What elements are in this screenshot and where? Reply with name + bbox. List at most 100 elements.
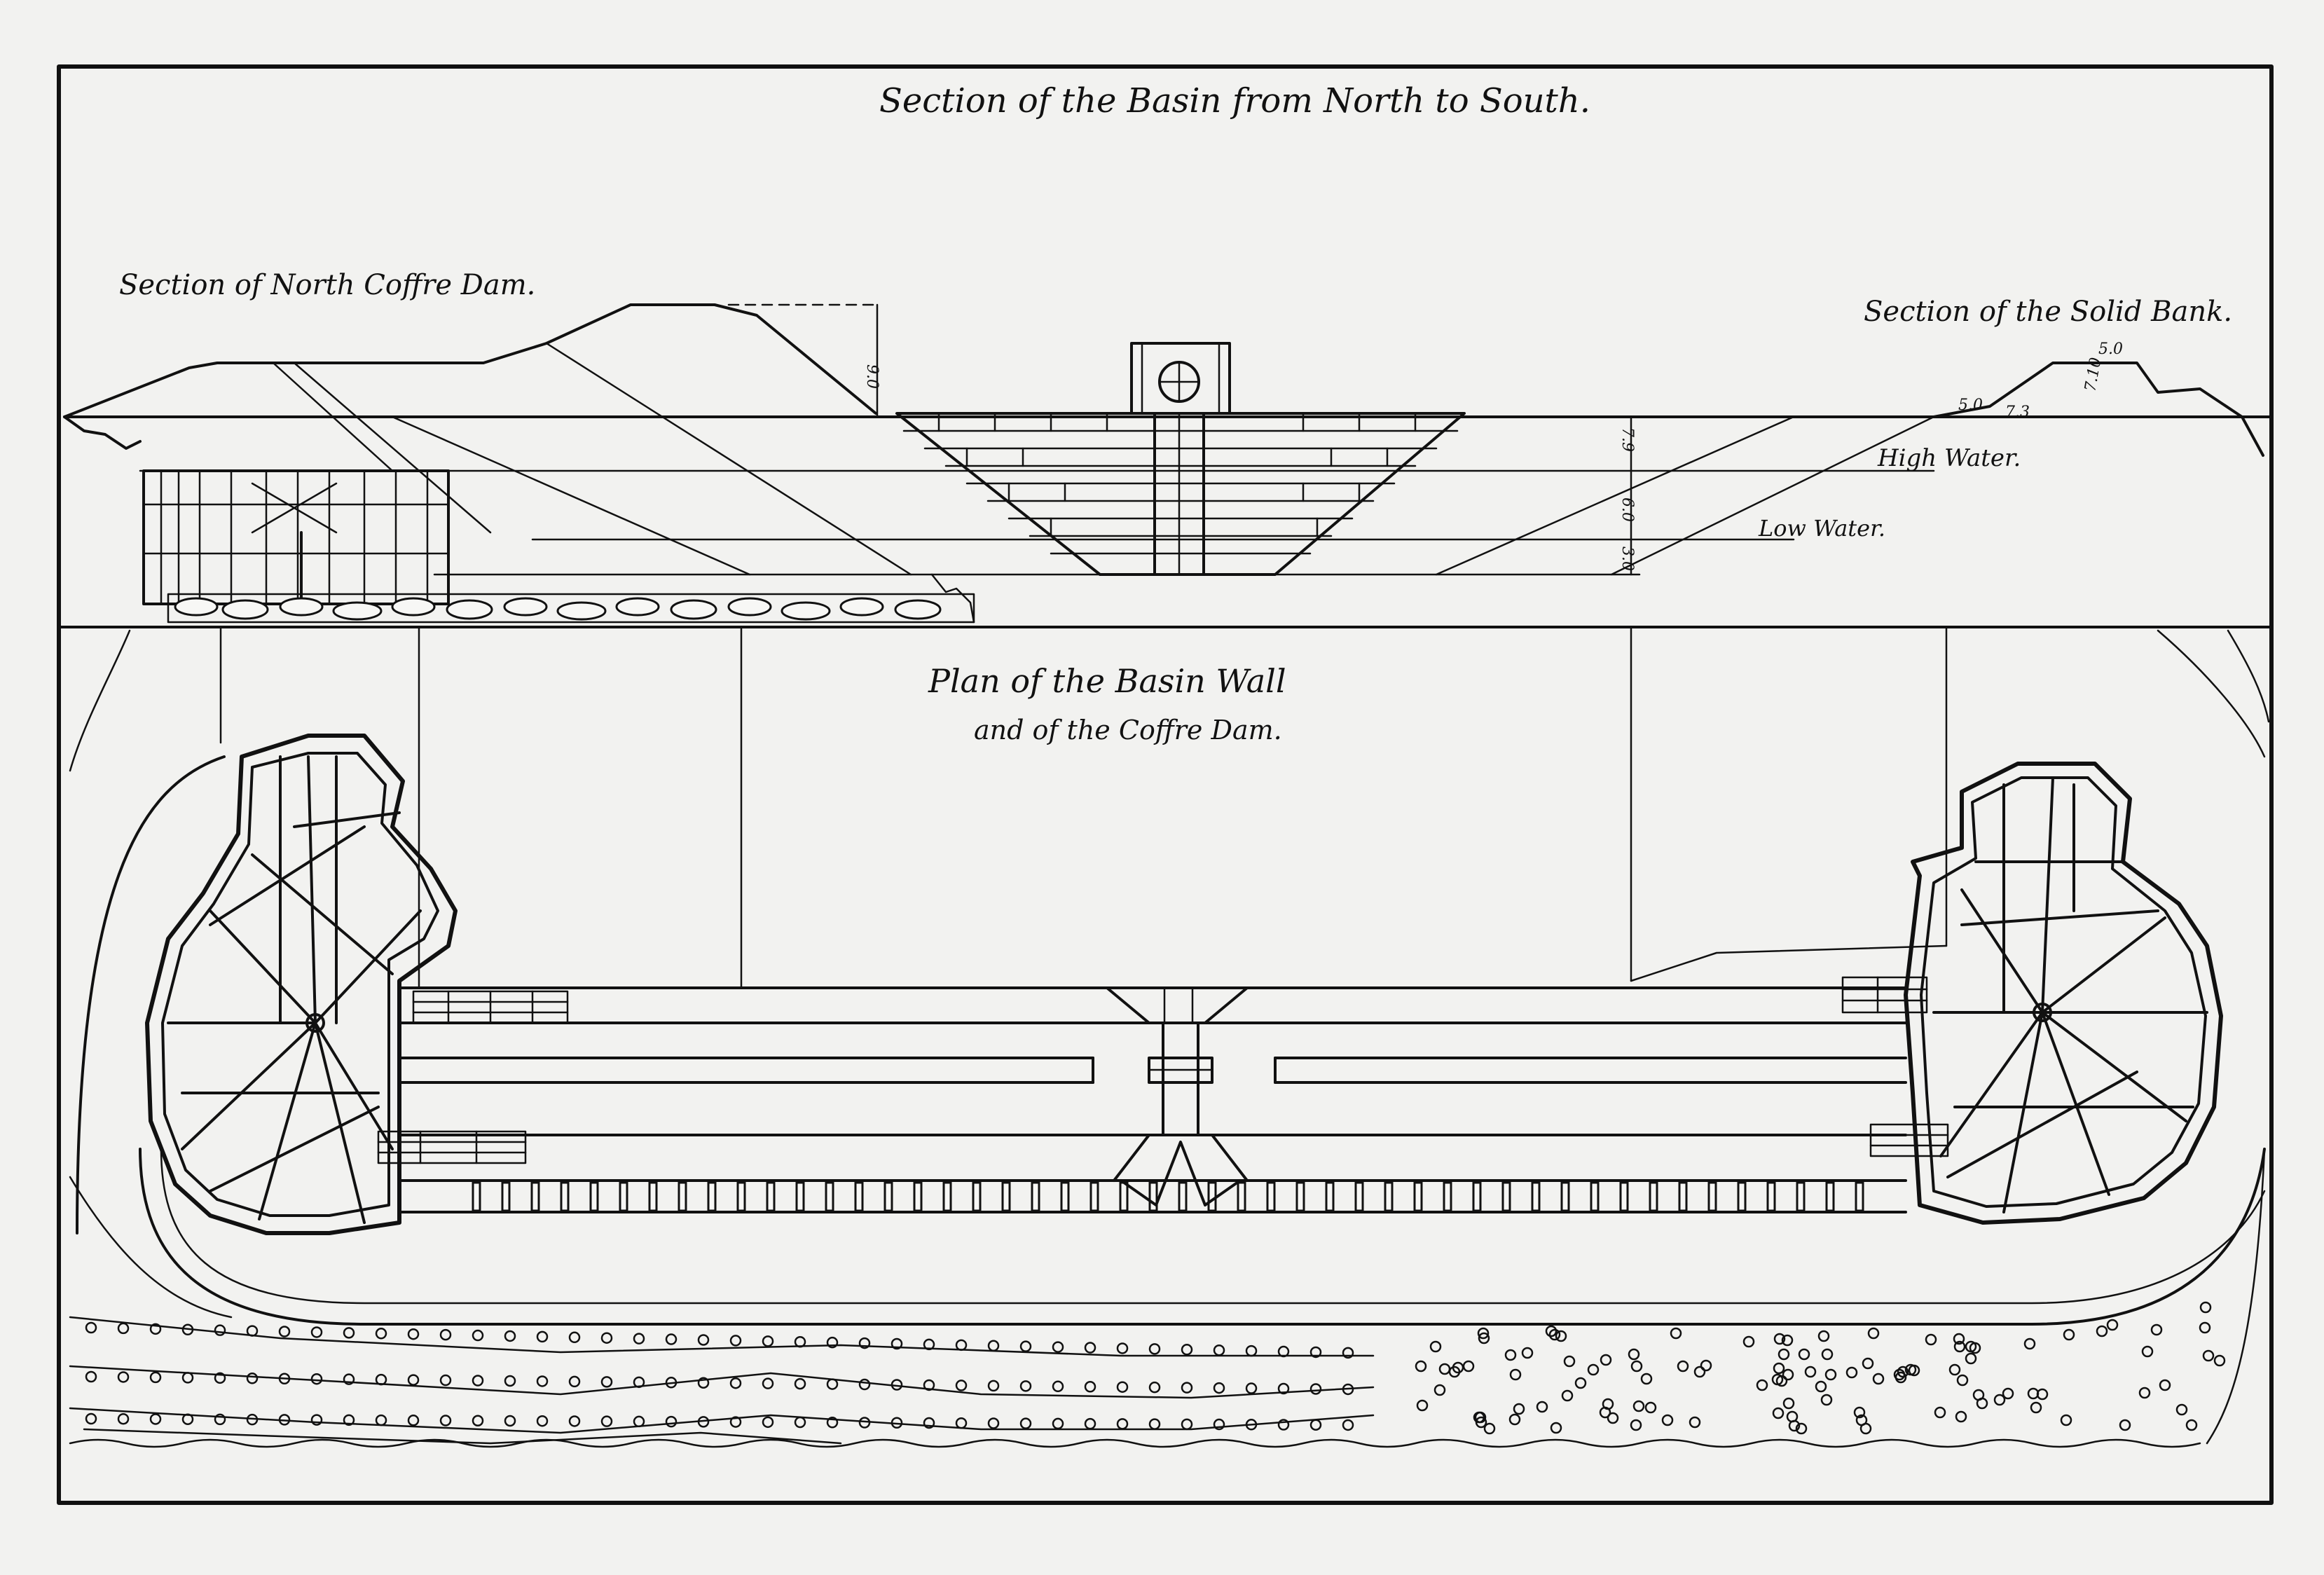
pile xyxy=(536,1330,549,1343)
wall-post xyxy=(972,1181,982,1212)
pile xyxy=(1019,1380,1032,1392)
left-masonry-hatch xyxy=(377,990,569,1164)
pile xyxy=(181,1372,194,1384)
pile xyxy=(1342,1419,1354,1431)
pile xyxy=(697,1416,710,1428)
wall-post xyxy=(1148,1181,1158,1212)
pile xyxy=(2199,1321,2211,1334)
pile xyxy=(1693,1366,1706,1378)
pile xyxy=(1640,1373,1653,1385)
pile xyxy=(343,1373,355,1385)
wall-post xyxy=(1060,1181,1070,1212)
pile xyxy=(923,1338,935,1351)
pile xyxy=(1782,1368,1794,1381)
wall-post xyxy=(1207,1181,1217,1212)
wall-post xyxy=(913,1181,923,1212)
pile xyxy=(2159,1379,2171,1391)
pile xyxy=(923,1417,935,1429)
pile xyxy=(794,1377,806,1390)
pile xyxy=(2202,1349,2215,1362)
pile xyxy=(1820,1394,1833,1406)
wall-post xyxy=(1825,1181,1835,1212)
dam-slope-2 xyxy=(391,415,751,576)
pile xyxy=(1148,1343,1161,1355)
pile xyxy=(568,1415,581,1427)
pile xyxy=(1993,1394,2006,1406)
pile xyxy=(407,1328,420,1340)
pile xyxy=(1277,1419,1290,1431)
wall-post xyxy=(1619,1181,1629,1212)
pile xyxy=(1677,1360,1689,1373)
pile xyxy=(1853,1406,1866,1419)
wall-upper-dim: 7.9 xyxy=(1618,427,1636,452)
pile xyxy=(407,1415,420,1426)
wall-post xyxy=(1413,1181,1423,1212)
timber-crib xyxy=(142,469,450,605)
pile xyxy=(343,1327,355,1339)
pile xyxy=(665,1333,678,1345)
solid-bank-profile xyxy=(1932,362,2264,457)
pile xyxy=(1778,1348,1790,1361)
pile-field xyxy=(85,1301,2226,1435)
bank-top-dim: 5.0 xyxy=(2098,341,2123,358)
pile xyxy=(1781,1334,1794,1347)
pile xyxy=(439,1415,452,1426)
pile xyxy=(2199,1301,2212,1314)
pile xyxy=(246,1413,259,1426)
pile-row-4 xyxy=(83,1428,842,1445)
north-dam-title: Section of North Coffre Dam. xyxy=(119,269,535,301)
wall-post xyxy=(1295,1181,1305,1212)
pile xyxy=(987,1380,1000,1392)
pile xyxy=(1309,1383,1322,1395)
north-dam-profile xyxy=(63,303,877,418)
pile xyxy=(665,1377,678,1389)
pile xyxy=(1804,1366,1817,1378)
pile xyxy=(1742,1335,1755,1348)
pile xyxy=(375,1328,387,1340)
pile xyxy=(2138,1387,2151,1399)
pile xyxy=(2213,1354,2226,1367)
bank-slope-2 xyxy=(1610,415,1935,576)
pile xyxy=(1815,1380,1827,1393)
pile xyxy=(1771,1373,1784,1386)
pile xyxy=(1934,1406,1946,1419)
plan-right-curve-1 xyxy=(2157,629,2266,758)
shoreline xyxy=(69,1438,2201,1448)
pile-row-1 xyxy=(69,1316,1375,1357)
wall-post xyxy=(1707,1181,1717,1212)
wall-post xyxy=(1001,1181,1011,1212)
pile xyxy=(1245,1344,1258,1357)
pile xyxy=(246,1373,259,1384)
pile xyxy=(955,1417,968,1429)
wall-post xyxy=(1531,1181,1541,1212)
plan-view: Plan of the Basin Wall and of the Coffre… xyxy=(69,626,2270,1448)
pile xyxy=(407,1374,420,1386)
wall-post xyxy=(648,1181,658,1212)
rubble-edge xyxy=(930,573,975,624)
wall-post xyxy=(1354,1181,1364,1212)
pile xyxy=(375,1414,387,1426)
pile xyxy=(1561,1389,1574,1402)
pile xyxy=(1536,1401,1548,1413)
wall-post xyxy=(1237,1181,1246,1212)
dam-slope-4 xyxy=(293,362,492,534)
pile xyxy=(1245,1382,1258,1394)
pile-row-3 xyxy=(69,1407,1375,1434)
pile xyxy=(1969,1342,1981,1354)
pile xyxy=(1116,1342,1129,1354)
pile xyxy=(1700,1359,1712,1372)
pile xyxy=(85,1412,97,1425)
pile xyxy=(955,1339,968,1352)
pile xyxy=(794,1416,806,1429)
wall-post xyxy=(560,1181,570,1212)
pile xyxy=(117,1371,130,1383)
pile xyxy=(2027,1387,2040,1400)
pile xyxy=(1509,1368,1522,1381)
pile xyxy=(1824,1368,1837,1381)
pile xyxy=(729,1416,742,1428)
section-title: Section of the Basin from North to South… xyxy=(879,81,1590,121)
wall-post xyxy=(1178,1181,1188,1212)
bank-toe-dim: 5.0 xyxy=(1958,397,1983,414)
pile xyxy=(568,1375,581,1388)
north-dam-ground-edge xyxy=(63,415,142,450)
